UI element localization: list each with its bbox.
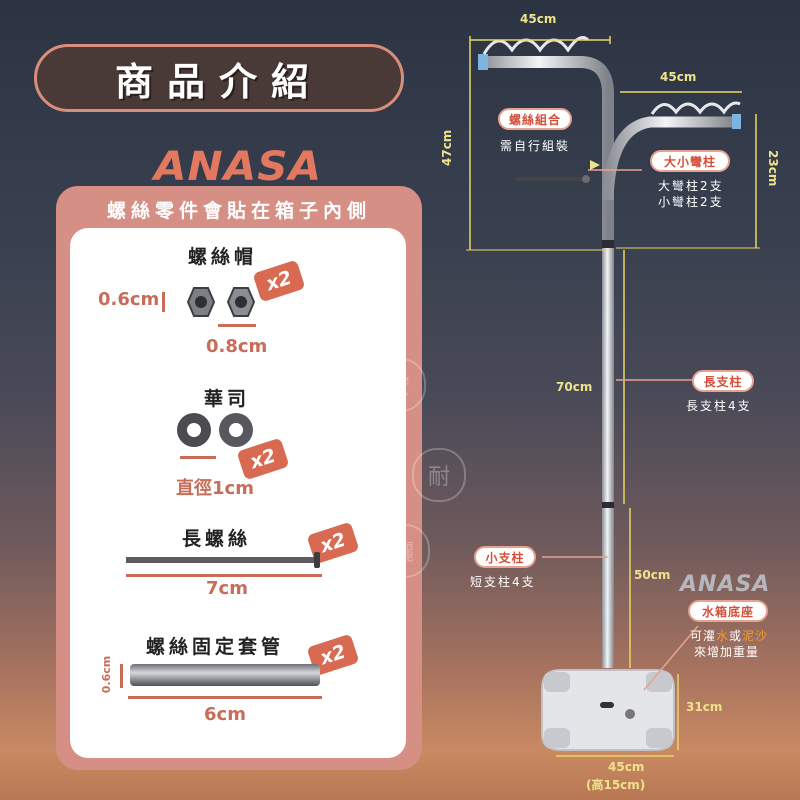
product-diagram: [466, 36, 760, 757]
screw-set-note: 需自行組裝: [500, 139, 571, 153]
dim-base-width: 45cm: [608, 760, 645, 774]
watermark-stamp: 曬: [376, 524, 430, 578]
sleeve-title: 螺絲固定套管: [146, 636, 285, 658]
screw-set-tag: 螺絲組合: [498, 108, 572, 130]
washer-diameter-label: 直徑1cm: [176, 478, 254, 499]
long-pole-tag: 長支柱: [692, 370, 754, 392]
sleeve-length-label: 6cm: [204, 704, 246, 725]
dim-short-pole: 50cm: [634, 568, 671, 582]
long-screw-icon: [126, 552, 320, 568]
page-title-pill: 商品介紹: [34, 44, 404, 112]
base-line1: 可灌水或泥沙: [690, 629, 769, 643]
watermark-stamp: 耐: [412, 448, 466, 502]
nut-icon: [186, 287, 256, 317]
base-tag: 水箱底座: [688, 600, 768, 622]
dim-left-arm-height: 47cm: [440, 129, 454, 166]
nut-height-label: 0.6cm: [98, 289, 160, 310]
nut-width-label: 0.8cm: [206, 336, 268, 357]
dim-long-pole: 70cm: [556, 380, 593, 394]
long-pole-note: 長支柱4支: [686, 399, 752, 413]
dim-top-left: 45cm: [520, 12, 557, 26]
brand-logo: ANASA: [153, 144, 323, 190]
page-title: 商品介紹: [114, 59, 323, 104]
dim-base-height: 31cm: [686, 700, 723, 714]
base-line2: 來增加重量: [694, 645, 760, 659]
long-screw-length-label: 7cm: [206, 578, 248, 599]
washer-icon: [177, 413, 253, 447]
short-pole-tag: 小支柱: [474, 546, 536, 568]
dim-right-arm-height: 23cm: [766, 150, 780, 187]
long-screw-title: 長螺絲: [182, 528, 252, 550]
nut-height-marker: [162, 292, 165, 312]
washer-title: 華司: [204, 388, 251, 410]
bent-pole-line1: 大彎柱2支: [658, 179, 724, 193]
short-pole-note: 短支柱4支: [470, 575, 536, 589]
brand-logo-small: ANASA: [680, 572, 771, 597]
nut-title: 螺絲帽: [188, 246, 258, 268]
dim-base-depth: (高15cm): [586, 778, 646, 792]
sleeve-diameter-label: 0.6cm: [100, 655, 114, 694]
long-screw-length-marker: [126, 574, 322, 577]
nut-width-marker: [218, 324, 256, 327]
sleeve-length-marker: [128, 696, 322, 699]
dim-top-right: 45cm: [660, 70, 697, 84]
bent-pole-tag: 大小彎柱: [650, 150, 730, 172]
washer-diameter-marker: [180, 456, 216, 459]
parts-panel-header: 螺絲零件會貼在箱子內側: [106, 200, 371, 222]
sleeve-icon: [130, 664, 320, 686]
watermark-stamp: 宏: [372, 358, 426, 412]
bent-pole-line2: 小彎柱2支: [658, 195, 724, 209]
sleeve-diameter-marker: [120, 664, 123, 688]
